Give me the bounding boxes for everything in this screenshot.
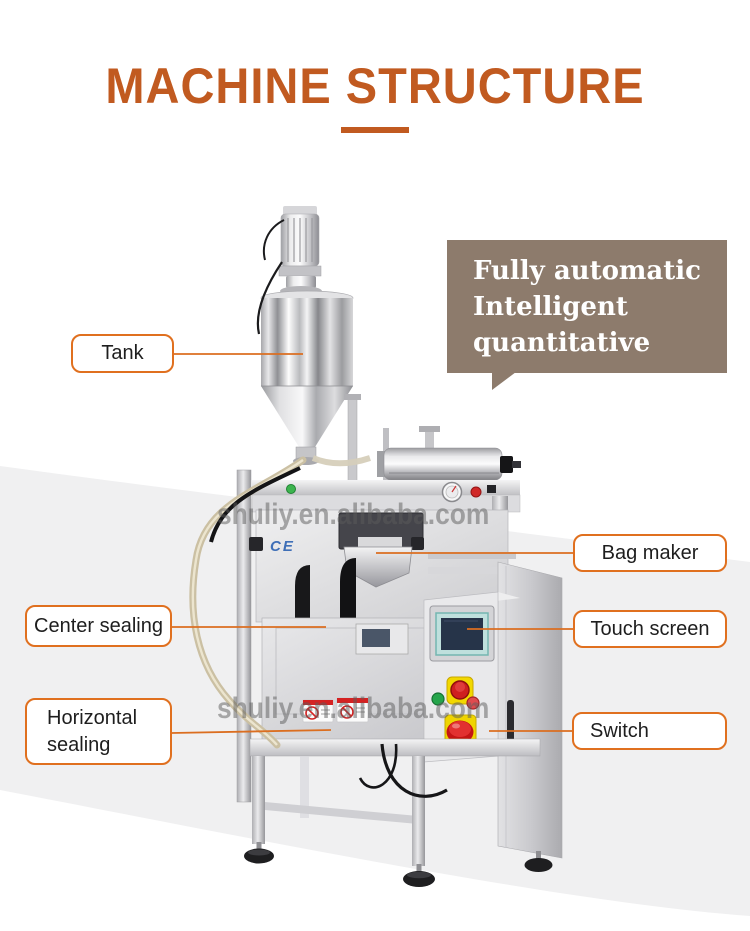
page-title: MACHINE STRUCTURE — [105, 57, 645, 114]
callout-switch: Switch — [572, 712, 727, 750]
machine-foot — [524, 851, 553, 872]
speech-bubble-tail — [492, 372, 516, 390]
hanging-cable — [380, 743, 448, 798]
feed-pipe-cap — [344, 394, 361, 400]
machine-foot — [244, 842, 274, 864]
hose-cable — [209, 466, 301, 543]
bubble-line: quantitative — [473, 328, 651, 358]
title-underline — [341, 127, 409, 133]
green-button — [431, 692, 445, 706]
warning-sticker — [302, 699, 334, 723]
callout-horizontal-sealing-line1: Horizontal — [47, 706, 138, 729]
callout-horizontal-sealing-line2: sealing — [47, 733, 111, 756]
ce-mark: CE — [270, 538, 295, 555]
base-frame — [244, 738, 553, 887]
red-button — [466, 696, 480, 710]
callout-center-sealing-label: Center sealing — [34, 614, 163, 637]
warning-sticker — [336, 697, 369, 723]
emergency-button — [446, 676, 474, 705]
feed-pipe — [347, 395, 358, 487]
control-panel — [423, 591, 499, 763]
feed-hose — [189, 455, 371, 749]
callout-lines — [171, 353, 573, 734]
callout-bag-maker: Bag maker — [573, 534, 727, 572]
hanging-cable — [358, 743, 398, 789]
callout-horizontal-sealing: Horizontal sealing — [25, 698, 172, 765]
callout-tank: Tank — [71, 334, 174, 373]
callout-switch-label: Switch — [590, 719, 649, 742]
callout-touch-screen: Touch screen — [573, 610, 727, 648]
feature-speech-bubble: Fully automatic Intelligent quantitative — [447, 240, 727, 373]
watermark-lower: shuliy.en.alibaba.com — [217, 692, 490, 725]
motor-cable — [263, 219, 285, 261]
machine-foot — [403, 864, 435, 887]
machine-photo: CE — [189, 206, 563, 887]
callout-bag-maker-label: Bag maker — [601, 541, 699, 564]
bubble-line: Fully automatic — [473, 256, 701, 286]
piston-pump — [377, 447, 521, 481]
tank-hopper — [256, 261, 354, 465]
callout-center-sealing: Center sealing — [25, 605, 172, 647]
red-indicator — [470, 486, 482, 498]
tank-wire — [256, 261, 283, 335]
bubble-line: Intelligent — [473, 292, 628, 322]
switch-mushroom-button — [444, 714, 477, 747]
callout-touch-screen-label: Touch screen — [590, 617, 710, 640]
tank-body — [261, 298, 353, 386]
door-handle — [507, 700, 514, 746]
top-beam — [251, 480, 521, 513]
watermark-upper: shuliy.en.alibaba.com — [217, 498, 490, 531]
frame-rod-cap — [419, 426, 440, 432]
mixer-motor — [263, 206, 322, 299]
touch-screen-panel — [429, 605, 495, 662]
tank-cone — [261, 386, 353, 447]
green-indicator — [286, 484, 296, 494]
horizontal-sealing-callout-line — [171, 729, 332, 734]
callout-tank-label: Tank — [101, 342, 144, 364]
